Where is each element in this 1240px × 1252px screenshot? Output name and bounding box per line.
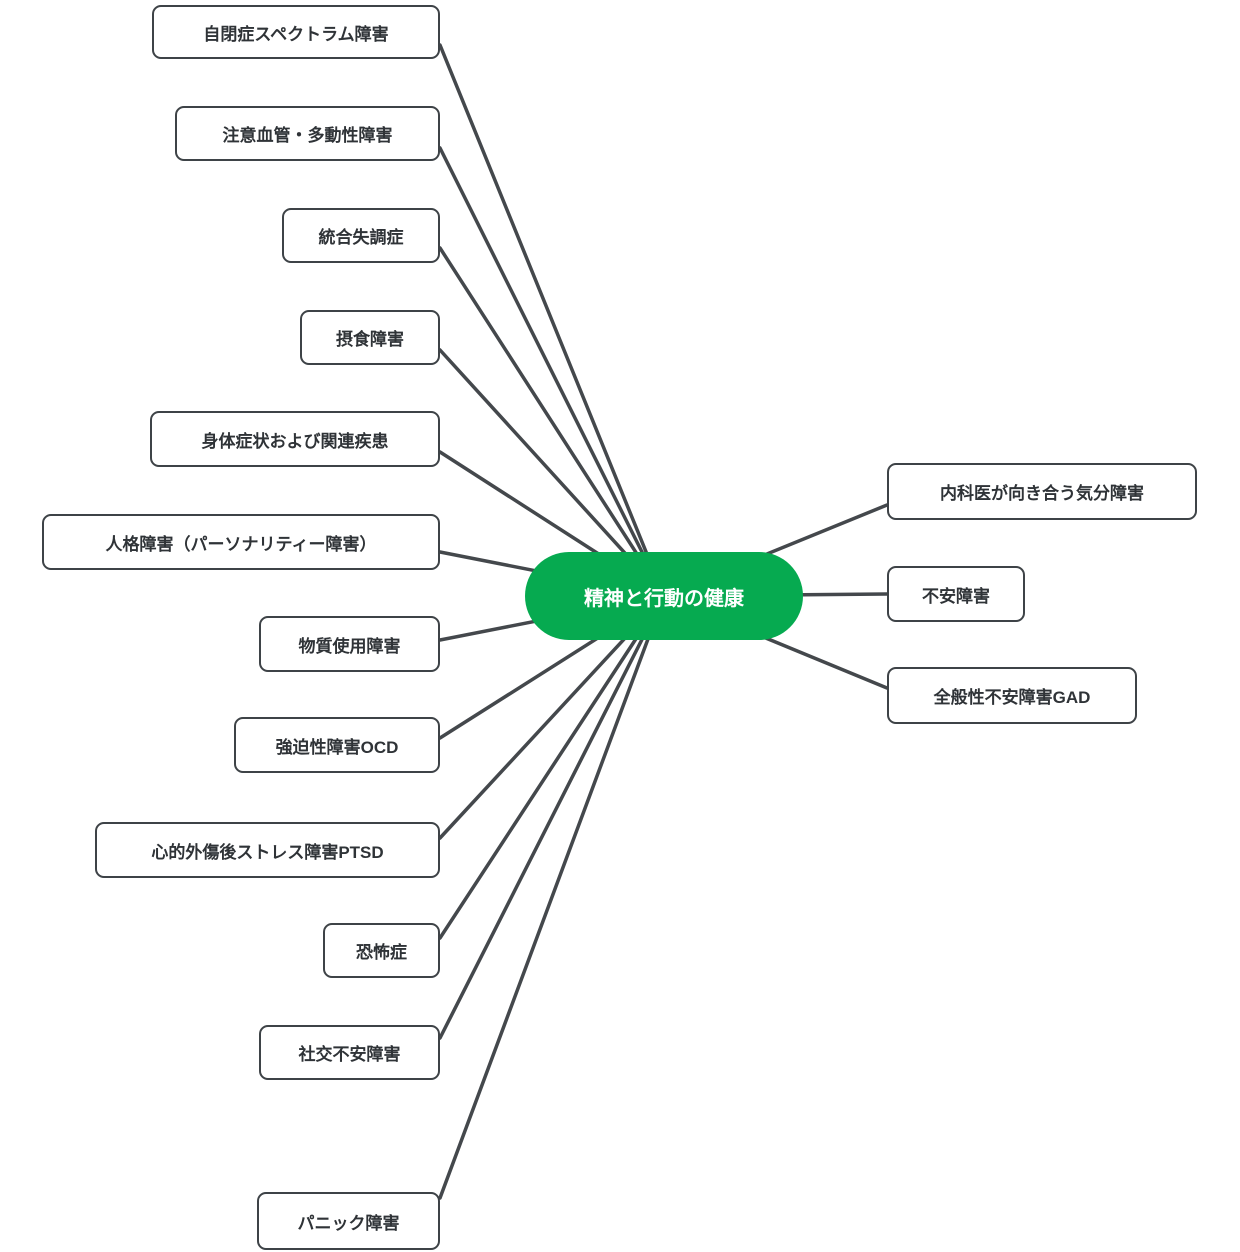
mindmap-edge-1 — [438, 146, 666, 598]
mindmap-node-3[interactable]: 摂食障害 — [300, 310, 440, 365]
mindmap-node-2[interactable]: 統合失調症 — [282, 208, 440, 263]
mindmap-node-6[interactable]: 物質使用障害 — [259, 616, 440, 672]
central-topic-node[interactable]: 精神と行動の健康 — [525, 552, 803, 640]
mindmap-node-13[interactable]: 不安障害 — [887, 566, 1025, 622]
mindmap-edge-10 — [438, 594, 666, 1040]
mindmap-node-0[interactable]: 自閉症スペクトラム障害 — [152, 5, 440, 59]
mindmap-edge-11 — [438, 594, 666, 1200]
mindmap-edge-0 — [438, 43, 666, 598]
mindmap-node-14[interactable]: 全般性不安障害GAD — [887, 667, 1137, 724]
mindmap-node-9[interactable]: 恐怖症 — [323, 923, 440, 978]
mindmap-node-5[interactable]: 人格障害（パーソナリティー障害） — [42, 514, 440, 570]
mindmap-node-4[interactable]: 身体症状および関連疾患 — [150, 411, 440, 467]
mindmap-node-10[interactable]: 社交不安障害 — [259, 1025, 440, 1080]
mindmap-node-8[interactable]: 心的外傷後ストレス障害PTSD — [95, 822, 440, 878]
mindmap-node-11[interactable]: パニック障害 — [257, 1192, 440, 1250]
mindmap-node-7[interactable]: 強迫性障害OCD — [234, 717, 440, 773]
mindmap-edge-9 — [438, 594, 666, 940]
mindmap-node-12[interactable]: 内科医が向き合う気分障害 — [887, 463, 1197, 520]
mindmap-node-1[interactable]: 注意血管・多動性障害 — [175, 106, 440, 161]
mindmap-edge-2 — [438, 246, 666, 598]
